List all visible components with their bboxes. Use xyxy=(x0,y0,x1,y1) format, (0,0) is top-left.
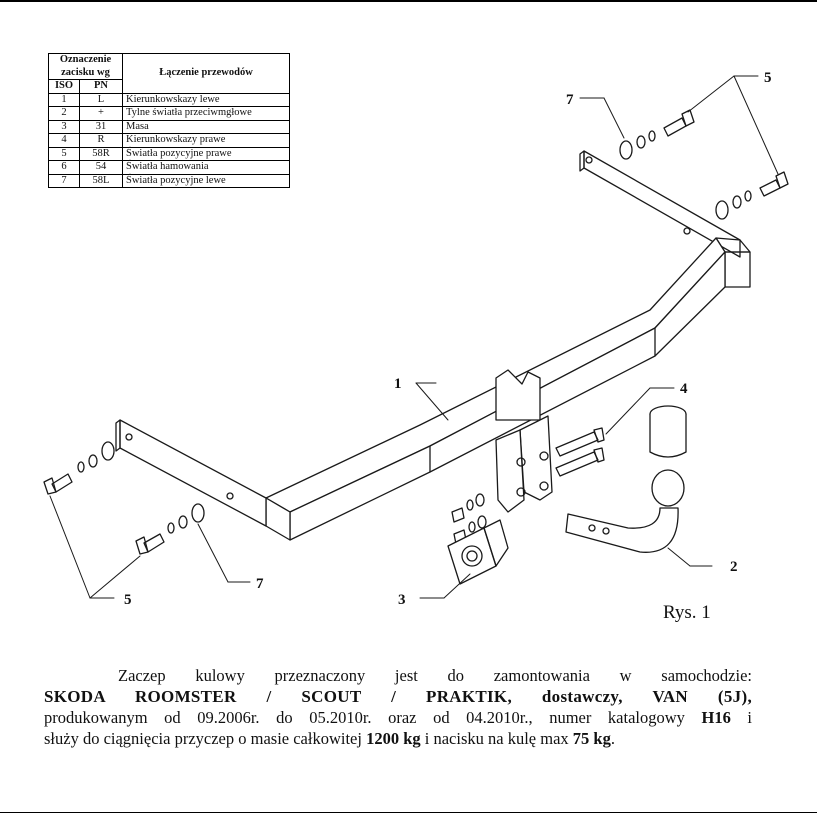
description-line-1: Zaczep kulowy przeznaczony jest do zamon… xyxy=(118,666,752,685)
description-paragraph: Zaczep kulowy przeznaczony jest do zamon… xyxy=(44,665,752,749)
callout-1: 1 xyxy=(394,376,402,392)
callout-7-bottom: 7 xyxy=(256,576,264,592)
header-terminal: Oznaczenie zacisku wg xyxy=(48,53,123,80)
header-terminal-line1: Oznaczenie xyxy=(59,54,112,65)
description-line-4-text: służy do ciągnięcia przyczep o masie cał… xyxy=(44,729,367,748)
catalog-number: H16 xyxy=(701,708,731,727)
callout-2: 2 xyxy=(730,559,738,575)
leader-lines xyxy=(49,75,779,599)
description-line-4-mid: i nacisku na kulę max xyxy=(420,729,573,748)
description-line-4: służy do ciągnięcia przyczep o masie cał… xyxy=(44,728,752,749)
description-line-2: SKODA ROOMSTER / SCOUT / PRAKTIK, dostaw… xyxy=(44,687,752,706)
max-ball-load: 75 kg xyxy=(572,729,611,748)
cell-pn: 58L xyxy=(79,173,123,188)
callout-3: 3 xyxy=(398,592,406,608)
callout-5-top: 5 xyxy=(764,70,772,86)
cell-desc: Światła pozycyjne lewe xyxy=(122,173,290,188)
table-row: 2+Tylne światła przeciwmgłowe xyxy=(48,106,290,121)
description-line-3-text: produkowanym od 09.2006r. do 05.2010r. o… xyxy=(44,708,702,727)
header-terminal-line2: zacisku wg xyxy=(61,66,110,78)
callout-4: 4 xyxy=(680,381,688,397)
top-rule xyxy=(0,0,817,2)
description-line-4-end: . xyxy=(610,729,615,748)
description-line-3-end: i xyxy=(730,708,752,727)
tow-ball-assembly xyxy=(565,405,687,553)
callout-7-top: 7 xyxy=(566,92,574,108)
figure-label: Rys. 1 xyxy=(663,602,711,623)
header-connection: Łączenie przewodów xyxy=(122,53,290,94)
left-fasteners xyxy=(43,441,205,555)
callout-5-bottom: 5 xyxy=(124,592,132,608)
max-trailer-mass: 1200 kg xyxy=(366,729,421,748)
bottom-rule xyxy=(0,812,817,813)
socket-plate xyxy=(447,519,509,585)
description-line-3: produkowanym od 09.2006r. do 05.2010r. o… xyxy=(44,707,752,728)
crossbar-part xyxy=(115,150,751,541)
wiring-table: Oznaczenie zacisku wg Łączenie przewodów… xyxy=(48,53,290,188)
right-fasteners xyxy=(619,109,789,220)
